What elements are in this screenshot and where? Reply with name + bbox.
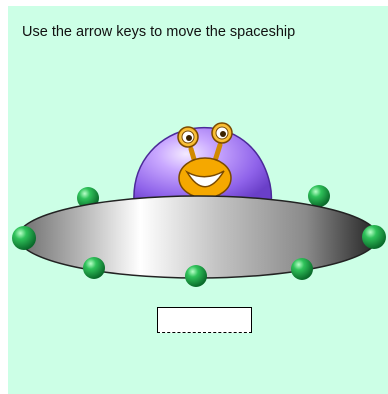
game-scene[interactable]: [8, 6, 388, 394]
spaceship-light: [291, 258, 313, 280]
alien-mouth: [184, 169, 225, 188]
alien-eye-right: [211, 122, 233, 144]
spaceship-light: [185, 265, 207, 287]
keyboard-focus-input[interactable]: [157, 307, 252, 333]
spaceship-light: [12, 226, 36, 250]
instructions-text: Use the arrow keys to move the spaceship: [22, 24, 296, 40]
spaceship-light: [308, 185, 330, 207]
spaceship-light: [83, 257, 105, 279]
game-stage[interactable]: Use the arrow keys to move the spaceship: [8, 6, 388, 394]
spaceship: [12, 122, 386, 287]
alien-eye-left: [177, 126, 199, 148]
spaceship-light: [362, 225, 386, 249]
